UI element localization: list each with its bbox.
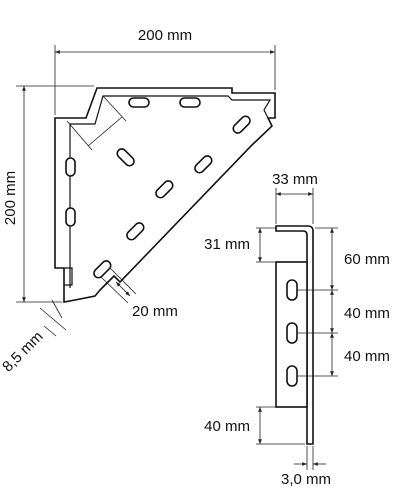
side-slot (286, 365, 298, 387)
side-flange-label: 33 mm (272, 171, 318, 188)
plate-slot (232, 115, 251, 134)
side-slot (286, 279, 298, 301)
side-thickness-label: 3,0 mm (281, 471, 331, 488)
plate-width-label: 200 mm (138, 27, 192, 44)
side-top-offset-label: 31 mm (204, 236, 250, 253)
plate-slot (126, 222, 145, 241)
side-top-flange (275, 225, 314, 445)
plate-slot (179, 97, 201, 108)
plate-fold-line (69, 95, 272, 288)
plate-slot-label: 20 mm (132, 303, 178, 320)
plate-slot (93, 260, 112, 279)
plate-offset-label: 8,5 mm (0, 328, 47, 375)
plate-slot (194, 155, 213, 174)
side-spacing-a-label: 60 mm (344, 251, 390, 268)
side-spacing-c-label: 40 mm (344, 348, 390, 365)
plate-height-label: 200 mm (2, 171, 19, 225)
side-view (275, 225, 314, 445)
plate-slot (65, 207, 76, 227)
side-dimensions: 33 mm 31 mm 60 mm 40 mm 40 mm 40 mm 3,0 … (204, 171, 390, 488)
plate-slot (128, 97, 150, 108)
plate-notch (64, 267, 73, 286)
side-spacing-b-label: 40 mm (344, 305, 390, 322)
plate-slot (155, 180, 174, 199)
corner-plate (54, 87, 276, 303)
plate-slot (65, 157, 76, 177)
side-bottom-label: 40 mm (204, 418, 250, 435)
plate-slot (116, 148, 135, 167)
side-slot (286, 322, 298, 344)
